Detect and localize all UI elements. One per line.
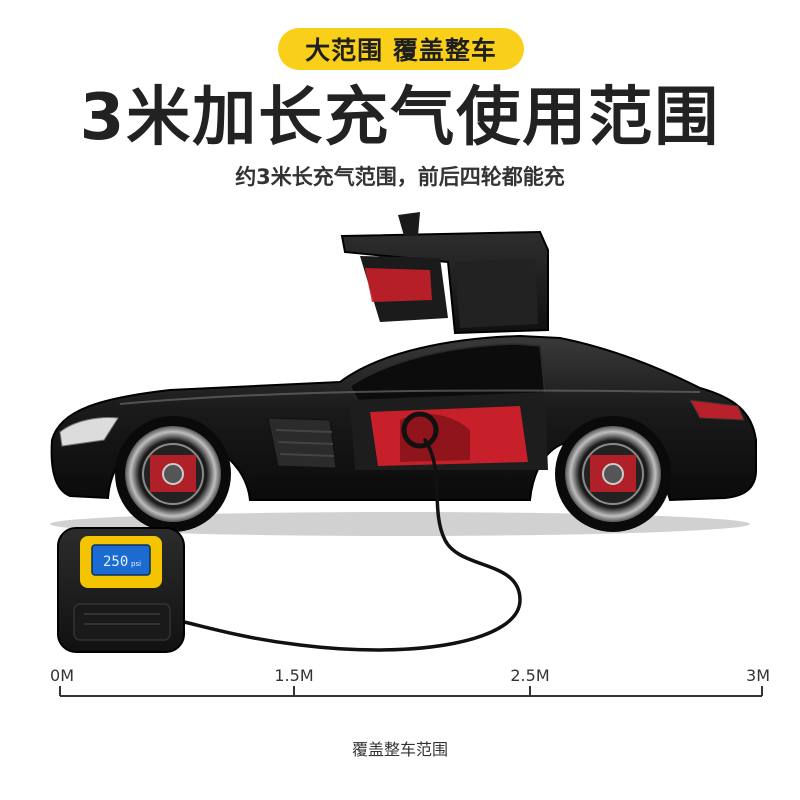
scale-label-0m: 0M [50,666,74,685]
range-badge-text: 大范围 覆盖整车 [305,36,497,65]
air-pump: 250 psi [57,527,185,653]
pump-unit: psi [131,560,141,568]
sports-car [50,334,757,502]
scale-caption: 覆盖整车范围 [351,740,448,759]
rear-wheel [555,416,671,532]
scale-label-1-5m: 1.5M [274,666,314,685]
scale-label-2-5m: 2.5M [510,666,550,685]
front-wheel [115,416,231,532]
air-hose [173,438,522,652]
subline: 约3米长充气范围，前后四轮都能充 [235,165,565,189]
pump-display [91,544,151,576]
distance-scale [59,686,763,697]
scale-label-3m: 3M [746,666,770,685]
car-shadow [50,512,750,536]
pump-reading: 250 [103,554,128,570]
gullwing-door [340,212,549,335]
range-badge: 大范围 覆盖整车 [278,28,524,70]
headline: 3米加长充气使用范围 [79,81,721,155]
